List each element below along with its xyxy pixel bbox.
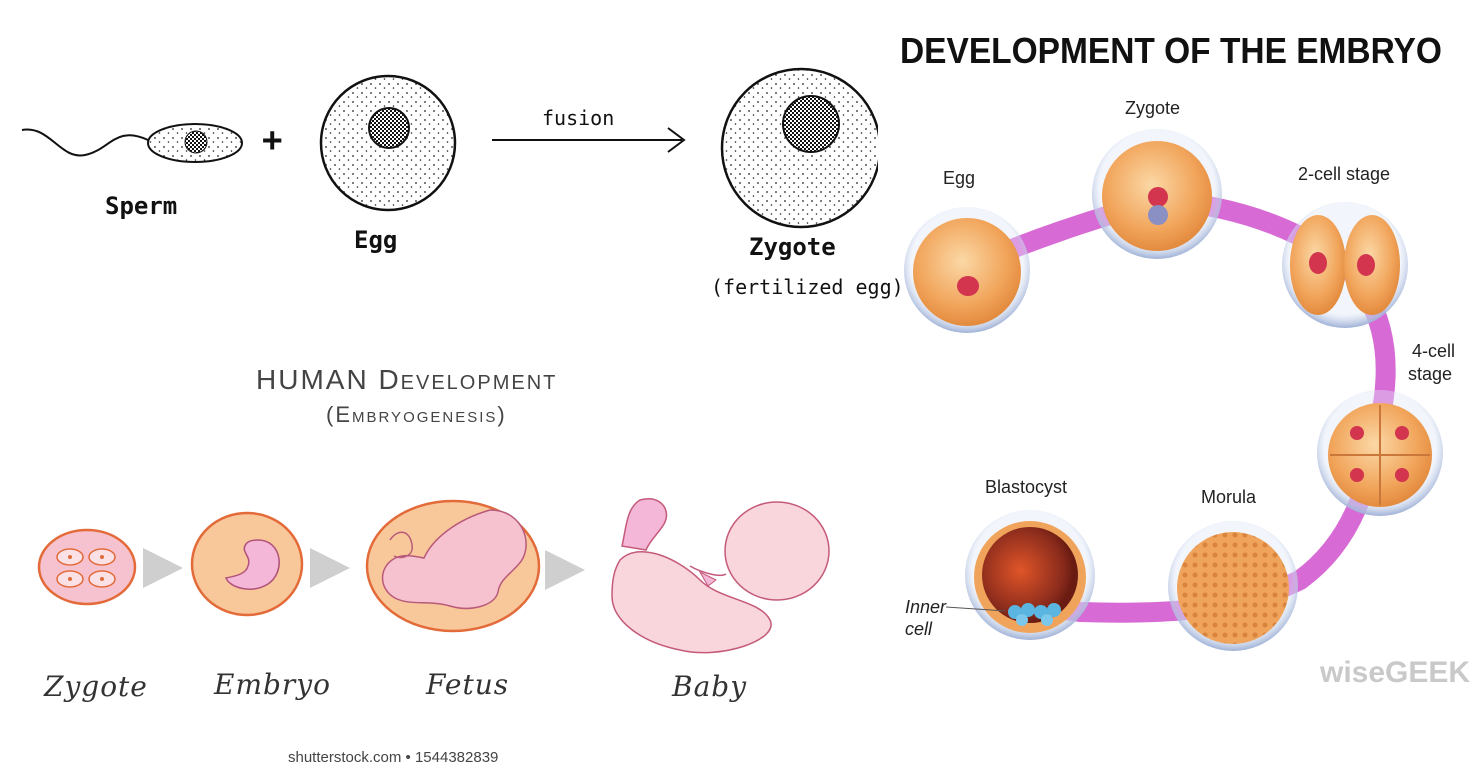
embryo-stage-label: Embryo	[214, 668, 331, 701]
zygote-stage-label-right: Zygote	[1125, 98, 1181, 118]
four-cell-stage-label-line2: stage	[1408, 364, 1453, 384]
fetus-stage-label: Fetus	[426, 668, 510, 701]
egg-label: Egg	[354, 226, 398, 254]
egg-stage-label: Egg	[943, 168, 976, 188]
fusion-label: fusion	[542, 106, 615, 130]
morula-stage-label: Morula	[1201, 487, 1257, 507]
zygote-illustration	[720, 67, 878, 229]
fusion-arrow	[492, 127, 686, 153]
blastocyst-stage-label: Blastocyst	[985, 477, 1068, 497]
stock-credit: shutterstock.com • 1544382839	[288, 749, 499, 766]
fetus-stage-illustration	[365, 499, 541, 633]
sperm-illustration	[21, 123, 243, 163]
two-cell-stage-label: 2-cell stage	[1298, 164, 1391, 184]
baby-stage-illustration	[611, 497, 830, 654]
zygote-sublabel: (fertilized egg)	[711, 275, 904, 299]
stage-arrow-3	[545, 550, 585, 590]
embryo-cycle-title: DEVELOPMENT OF THE EMBRYO	[900, 30, 1442, 71]
stage-arrow-2	[310, 548, 350, 588]
human-development-subtitle: (Embryogenesis)	[326, 402, 507, 427]
inner-cell-label-line2: cell	[905, 619, 933, 639]
zygote-stage-illustration	[37, 528, 137, 606]
human-development-title: HUMAN Development	[256, 364, 558, 395]
stage-arrow-1	[143, 548, 183, 588]
inner-cell-label-line1: Inner	[905, 597, 947, 617]
sperm-label: Sperm	[105, 192, 178, 220]
baby-stage-label: Baby	[672, 670, 748, 703]
plus-sign: +	[262, 120, 283, 160]
zygote-label: Zygote	[749, 233, 836, 261]
embryo-stage-illustration	[190, 511, 304, 617]
zygote-stage-label: Zygote	[44, 670, 148, 703]
four-cell-stage-label-line1: 4-cell	[1412, 341, 1456, 361]
egg-illustration	[319, 74, 457, 212]
wisegeek-watermark: wiseGEEK	[1320, 656, 1471, 689]
